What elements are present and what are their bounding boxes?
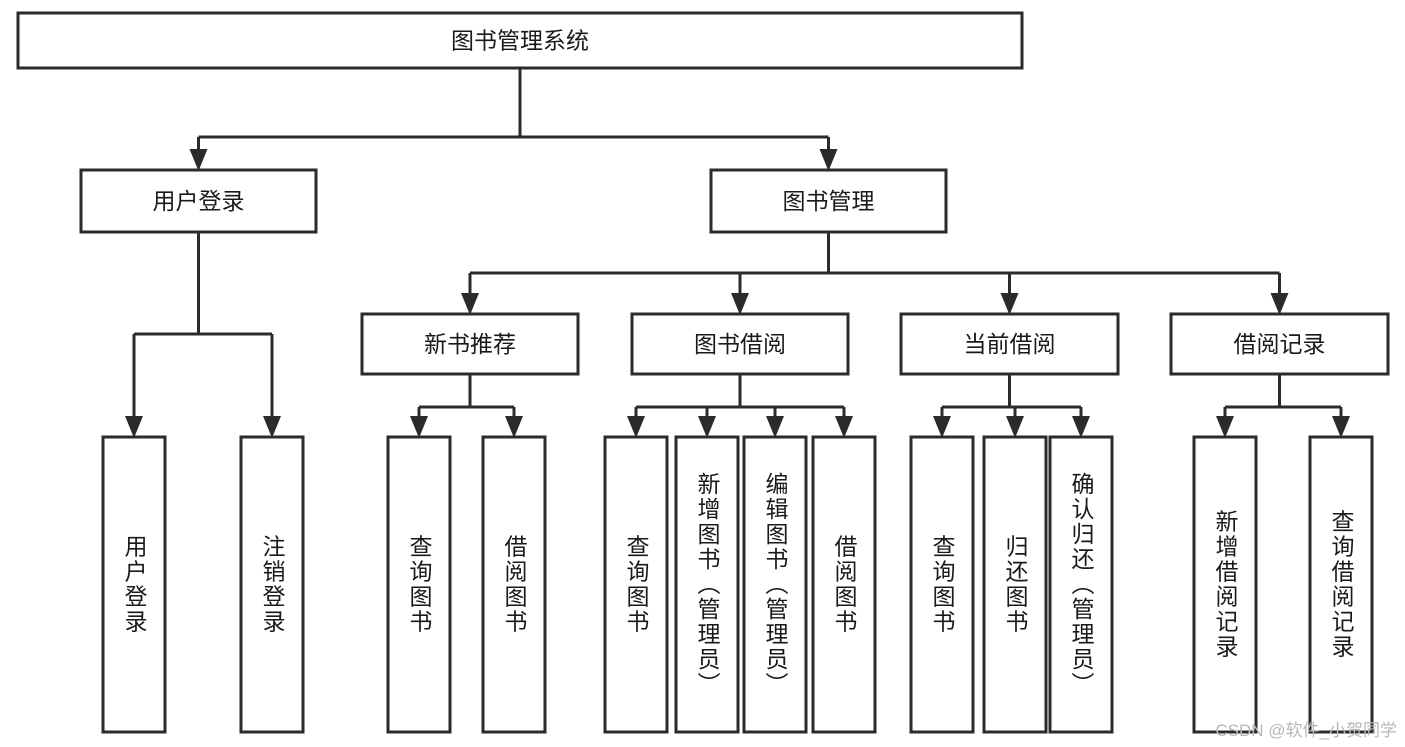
node-box-leaf-borrow-book-1 xyxy=(481,435,547,734)
node-borrow-record[interactable]: 借阅记录 xyxy=(1169,312,1390,376)
node-box-leaf-query-book-1 xyxy=(386,435,452,734)
node-label-leaf-return-book: 归还图书 xyxy=(1002,535,1029,635)
node-leaf-user-logout[interactable]: 注销登录 xyxy=(239,435,305,734)
node-label-leaf-add-book: 新增图书（管理员） xyxy=(694,472,721,697)
node-label-leaf-user-login: 用户登录 xyxy=(121,535,148,635)
node-leaf-query-book-2[interactable]: 查询图书 xyxy=(603,435,669,734)
node-leaf-user-login[interactable]: 用户登录 xyxy=(101,435,167,734)
node-label-leaf-add-record: 新增借阅记录 xyxy=(1212,510,1239,660)
node-leaf-confirm-return[interactable]: 确认归还（管理员） xyxy=(1048,435,1114,734)
node-box-leaf-user-logout xyxy=(239,435,305,734)
node-label-leaf-query-record: 查询借阅记录 xyxy=(1328,510,1355,660)
node-label-leaf-query-book-2: 查询图书 xyxy=(623,535,650,635)
node-box-book-manage xyxy=(709,168,948,234)
node-box-current-borrow xyxy=(899,312,1120,376)
node-label-leaf-borrow-book-2: 借阅图书 xyxy=(831,535,858,635)
node-label-book-borrow: 图书借阅 xyxy=(694,331,786,357)
node-box-leaf-query-book-3 xyxy=(909,435,975,734)
node-new-book-recommend[interactable]: 新书推荐 xyxy=(360,312,580,376)
node-label-leaf-user-logout: 注销登录 xyxy=(259,535,286,635)
node-leaf-borrow-book-1[interactable]: 借阅图书 xyxy=(481,435,547,734)
node-label-borrow-record: 借阅记录 xyxy=(1234,331,1326,357)
node-leaf-return-book[interactable]: 归还图书 xyxy=(982,435,1048,734)
node-book-borrow[interactable]: 图书借阅 xyxy=(630,312,850,376)
node-box-new-book-recommend xyxy=(360,312,580,376)
node-leaf-add-record[interactable]: 新增借阅记录 xyxy=(1192,435,1258,734)
connectors-layer xyxy=(125,68,1350,438)
node-root[interactable]: 图书管理系统 xyxy=(16,11,1024,70)
node-label-book-manage: 图书管理 xyxy=(783,188,875,214)
node-leaf-edit-book[interactable]: 编辑图书（管理员） xyxy=(742,435,808,734)
node-box-leaf-user-login xyxy=(101,435,167,734)
node-box-leaf-confirm-return xyxy=(1048,435,1114,734)
node-label-leaf-query-book-3: 查询图书 xyxy=(929,535,956,635)
node-label-new-book-recommend: 新书推荐 xyxy=(424,331,516,357)
node-box-leaf-query-book-2 xyxy=(603,435,669,734)
node-label-leaf-edit-book: 编辑图书（管理员） xyxy=(762,472,789,697)
node-user-login[interactable]: 用户登录 xyxy=(79,168,318,234)
node-box-leaf-add-record xyxy=(1192,435,1258,734)
csdn-watermark: CSDN @软件_小贺同学 xyxy=(1215,721,1397,740)
node-box-borrow-record xyxy=(1169,312,1390,376)
node-leaf-query-book-1[interactable]: 查询图书 xyxy=(386,435,452,734)
node-label-root: 图书管理系统 xyxy=(451,28,589,54)
node-label-leaf-borrow-book-1: 借阅图书 xyxy=(501,535,528,635)
nodes-layer: 图书管理系统用户登录图书管理新书推荐图书借阅当前借阅借阅记录用户登录注销登录查询… xyxy=(16,11,1390,734)
node-box-leaf-edit-book xyxy=(742,435,808,734)
node-box-user-login xyxy=(79,168,318,234)
node-box-leaf-borrow-book-2 xyxy=(811,435,877,734)
node-box-leaf-add-book xyxy=(674,435,740,734)
node-leaf-borrow-book-2[interactable]: 借阅图书 xyxy=(811,435,877,734)
node-current-borrow[interactable]: 当前借阅 xyxy=(899,312,1120,376)
node-label-leaf-query-book-1: 查询图书 xyxy=(406,535,433,635)
node-leaf-add-book[interactable]: 新增图书（管理员） xyxy=(674,435,740,734)
node-box-leaf-query-record xyxy=(1308,435,1374,734)
node-box-root xyxy=(16,11,1024,70)
node-label-user-login: 用户登录 xyxy=(153,188,245,214)
node-book-manage[interactable]: 图书管理 xyxy=(709,168,948,234)
node-label-current-borrow: 当前借阅 xyxy=(964,331,1056,357)
node-leaf-query-book-3[interactable]: 查询图书 xyxy=(909,435,975,734)
node-label-leaf-confirm-return: 确认归还（管理员） xyxy=(1068,472,1095,697)
node-box-leaf-return-book xyxy=(982,435,1048,734)
node-leaf-query-record[interactable]: 查询借阅记录 xyxy=(1308,435,1374,734)
node-box-book-borrow xyxy=(630,312,850,376)
